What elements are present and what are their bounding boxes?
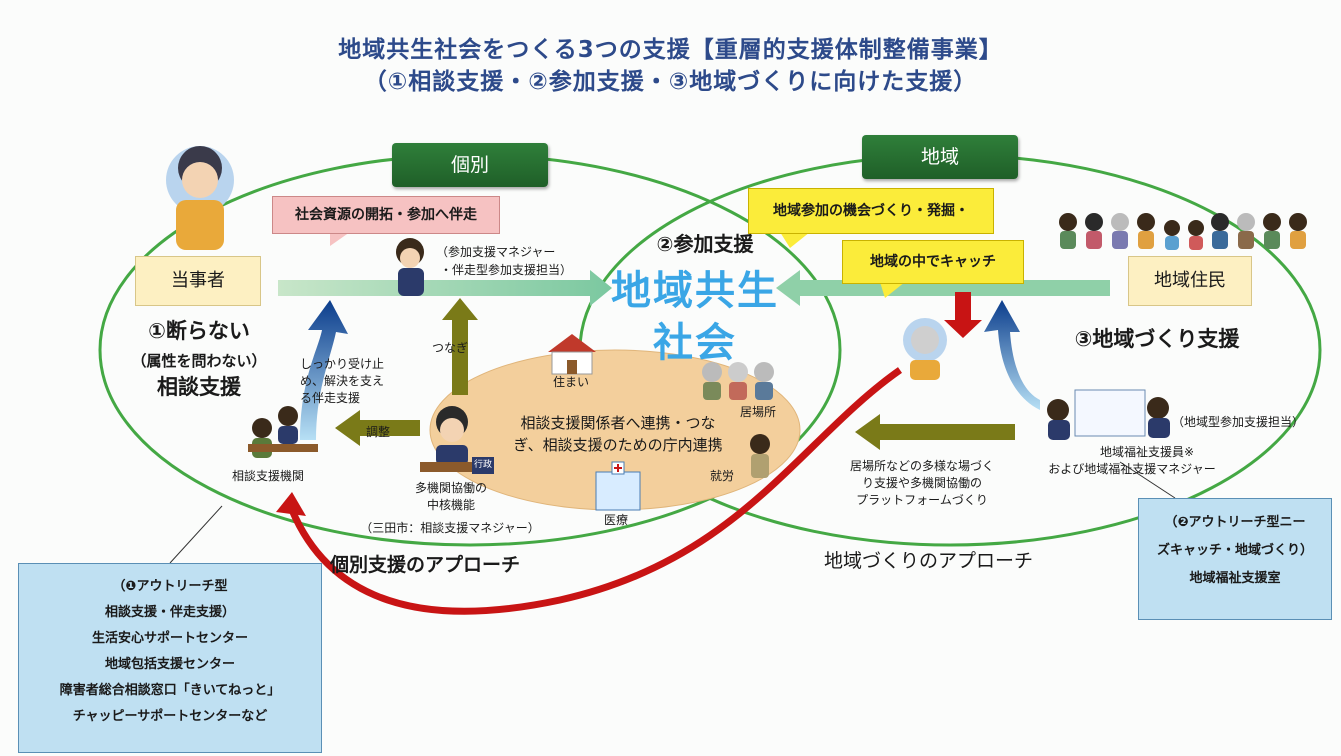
oval-text: 相談支援関係者へ連携・つな ぎ、相談支援のための庁内連携 — [513, 414, 723, 454]
yellow-pointer-2 — [880, 282, 905, 298]
chiiki-jumin-box: 地域住民 — [1128, 256, 1252, 306]
house-icon — [548, 334, 596, 375]
residents-group-icon — [1059, 213, 1307, 250]
manager-person-icon — [396, 238, 424, 296]
yellow-pointer-1 — [780, 232, 810, 248]
red-return-curve — [288, 367, 903, 615]
kikai-box: 地域参加の機会づくり・発掘・ — [748, 188, 994, 234]
tsunagi-arrow — [442, 298, 478, 395]
hospital-icon — [595, 461, 641, 511]
shikkari-text: しっかり受け止 め、解決を支え る伴走支援 — [300, 357, 385, 405]
chousei-label: 調整 — [366, 425, 391, 439]
right-blue-arrow — [984, 300, 1040, 410]
right-heading: ③地域づくり支援 — [1074, 327, 1240, 351]
tsunagi-label: つなぎ — [432, 341, 469, 355]
left-to-center-arrow — [278, 270, 612, 306]
ibasho-label: 居場所 — [740, 405, 777, 419]
left-heading-2: （属性を問わない） — [131, 352, 267, 370]
chiiki-approach: 地域づくりのアプローチ — [824, 550, 1034, 572]
title-line2: （①相談支援・②参加支援・③地域づくりに向けた支援） — [363, 69, 978, 95]
consult-persons-icon — [248, 406, 318, 458]
tantou-label: （地域型参加支援担当） — [1172, 415, 1305, 429]
chiiki-olive-arrow — [855, 414, 1015, 450]
shienin-persons-icon — [1047, 389, 1170, 440]
chiiki-header: 地域 — [862, 135, 1018, 179]
catch-down-arrow — [944, 292, 982, 338]
sumai-label: 住まい — [553, 375, 590, 389]
left-heading-3: 相談支援 — [157, 375, 241, 399]
red-curve-head — [276, 492, 306, 516]
chousei-arrow — [335, 410, 420, 446]
core-line3: （三田市：相談支援マネジャー） — [360, 521, 540, 535]
title-line1: 地域共生社会をつくる3つの支援【重層的支援体制整備事業】 — [338, 37, 1003, 63]
box2-connector — [1119, 461, 1176, 499]
manager-line1: （参加支援マネジャー — [436, 245, 556, 259]
worker-person-icon — [750, 434, 770, 478]
left-heading-1: ①断らない — [148, 319, 250, 343]
outreach-box-1: （❶アウトリーチ型 相談支援・伴走支援） 生活安心サポートセンター 地域包括支援… — [18, 563, 322, 753]
iryo-label: 医療 — [604, 513, 629, 527]
soudan-kikan-label: 相談支援機関 — [232, 469, 305, 483]
shienin-line2: および地域福祉支援マネジャー — [1048, 462, 1216, 476]
catch-box: 地域の中でキャッチ — [842, 240, 1024, 284]
outreach-box-2: （❷アウトリーチ型ニー ズキャッチ・地域づくり） 地域福祉支援室 — [1138, 498, 1332, 620]
kobetsu-approach: 個別支援のアプローチ — [330, 554, 521, 576]
pink-pointer — [330, 232, 350, 246]
core-line1: 多機関協働の — [414, 481, 487, 495]
left-blue-arrow — [300, 300, 348, 440]
desk-label: 行政 — [472, 457, 495, 474]
manager-line2: ・伴走型参加支援担当） — [440, 263, 573, 277]
sanka-shien-label: ②参加支援 — [656, 232, 754, 256]
core-line2: 中核機能 — [426, 498, 475, 512]
box1-connector — [169, 505, 223, 564]
kyosei-line2: 社会 — [653, 320, 737, 366]
catch-person-icon — [903, 318, 947, 380]
right-to-center-arrow — [776, 270, 1110, 306]
kobetsu-header: 個別 — [392, 143, 548, 187]
shienin-line1: 地域福祉支援員※ — [1099, 445, 1195, 459]
elderly-group-icon — [702, 362, 774, 400]
toujisha-box: 当事者 — [135, 256, 261, 306]
toujisha-person-icon — [166, 146, 234, 250]
core-person-icon — [420, 406, 486, 472]
ibasho-text: 居場所などの多様な場づく り支援や多機関協働の プラットフォームづくり — [849, 459, 994, 507]
kyosei-line1: 地域共生 — [611, 268, 779, 314]
shakai-shigen-box: 社会資源の開拓・参加へ伴走 — [272, 196, 500, 234]
shuro-label: 就労 — [710, 469, 735, 483]
